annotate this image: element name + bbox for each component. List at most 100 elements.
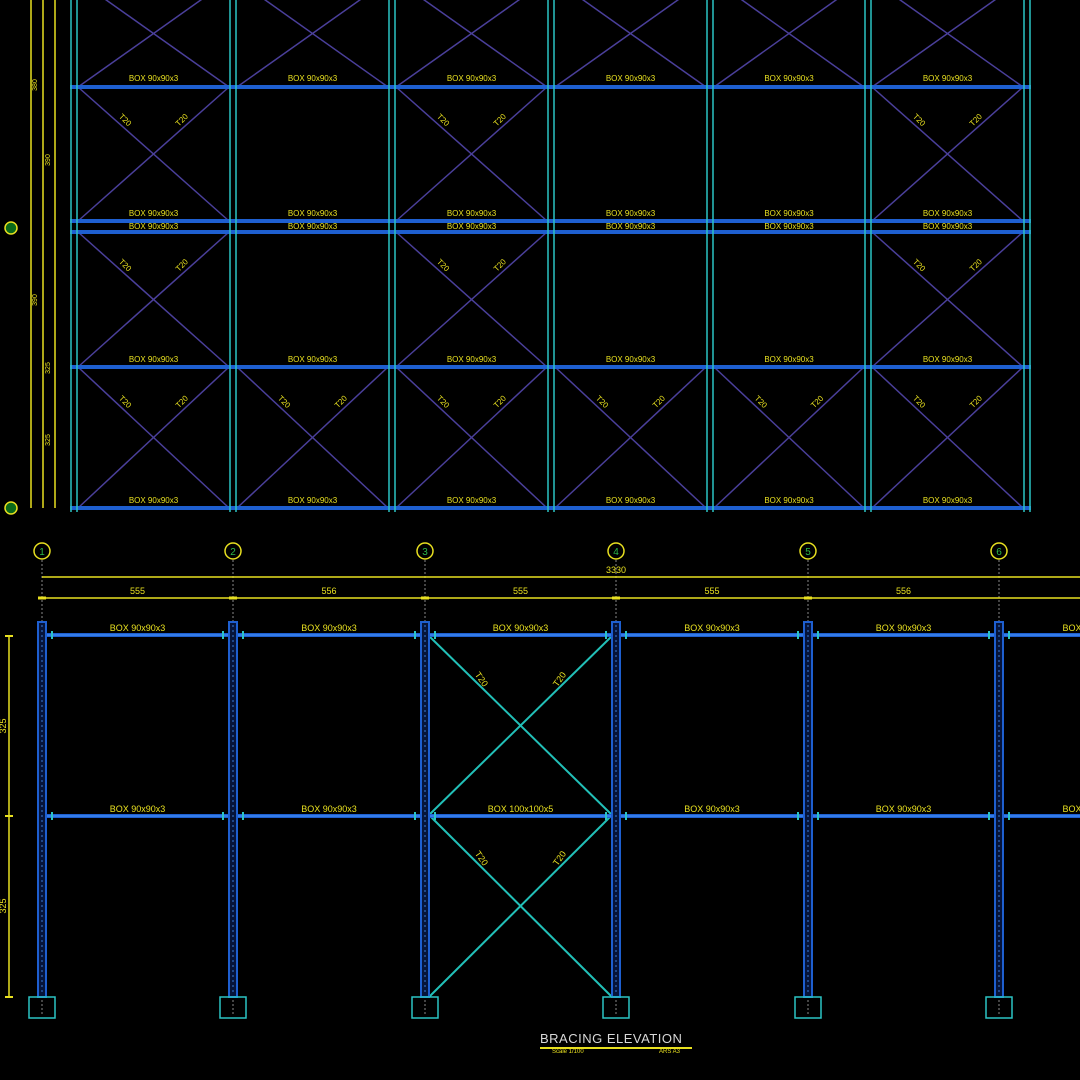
plan-beam-label: BOX 90x90x3 [606, 496, 656, 505]
plan-beam-label: BOX 90x90x3 [447, 209, 497, 218]
plan-beam-label: BOX 90x90x3 [129, 222, 179, 231]
plan-brace-label: T20 [968, 393, 985, 410]
plan-beam-label: BOX 90x90x3 [923, 496, 973, 505]
plan-brace-label: T20 [174, 393, 191, 410]
title-main: BRACING ELEVATION [540, 1031, 683, 1046]
plan-grid-bubble [4, 501, 18, 515]
plan-brace-label: T20 [911, 257, 928, 274]
plan-brace-label: T20 [911, 112, 928, 129]
plan-beam-label: BOX 90x90x3 [764, 355, 814, 364]
plan-brace [713, 0, 838, 88]
elevation-beam-label: BOX 90x90x3 [301, 623, 357, 633]
grid-bubble-label: 6 [996, 547, 1002, 558]
plan-brace-label: T20 [594, 394, 611, 411]
plan-brace-label: T20 [276, 394, 293, 411]
plan-brace-label: T20 [492, 112, 509, 129]
plan-beam-label: BOX 90x90x3 [764, 496, 814, 505]
plan-brace [77, 231, 230, 368]
bay-dimension-label: 555 [130, 586, 145, 596]
plan-brace [77, 0, 203, 88]
plan-beam-label: BOX 90x90x3 [129, 496, 179, 505]
plan-brace-label: T20 [174, 112, 191, 129]
plan-brace [395, 0, 521, 88]
plan-beam-label: BOX 90x90x3 [764, 222, 814, 231]
bay-dimension-label: 555 [513, 586, 528, 596]
plan-dimension-label: 325 [45, 434, 52, 446]
elevation-brace-label: T20 [551, 849, 568, 867]
elevation-beam-label: BOX 90x90x3 [493, 623, 549, 633]
title-sheet: ARS A3 [658, 1049, 680, 1055]
plan-brace-label: T20 [492, 257, 509, 274]
base-plate [794, 996, 822, 1019]
plan-beam-label: BOX 90x90x3 [288, 355, 338, 364]
plan-dimension-label: 325 [45, 362, 52, 374]
elevation-beam-label: BOX 90x90x3 [110, 804, 166, 814]
plan-beam-label: BOX 90x90x3 [764, 209, 814, 218]
plan-brace-label: T20 [117, 112, 134, 129]
plan-brace-label: T20 [117, 394, 134, 411]
plan-beam-label: BOX 90x90x3 [606, 222, 656, 231]
plan-beam-label: BOX 90x90x3 [129, 74, 179, 83]
elevation-brace-label: T20 [473, 849, 490, 867]
base-plate [219, 996, 247, 1019]
elevation-beam-label: BOX 90x90x3 [876, 804, 932, 814]
story-dimension-label: 325 [0, 898, 8, 913]
plan-beam-label: BOX 90x90x3 [288, 209, 338, 218]
plan-beam-label: BOX 90x90x3 [447, 222, 497, 231]
title-underline [540, 1047, 692, 1049]
plan-brace-label: T20 [968, 257, 985, 274]
elevation-beam-label: BOX [1062, 804, 1080, 814]
elevation-beam-label: BOX [1062, 623, 1080, 633]
plan-dimension-label: 380 [32, 79, 39, 91]
grid-bubble [607, 542, 625, 560]
grid-bubble [799, 542, 817, 560]
plan-beam-label: BOX 90x90x3 [447, 355, 497, 364]
plan-brace [871, 366, 1024, 509]
title-scale: Scale 1/100 [552, 1049, 584, 1055]
base-plate [602, 996, 630, 1019]
plan-brace-label: T20 [435, 394, 452, 411]
plan-brace [236, 0, 362, 88]
elevation-brace-label: T20 [473, 670, 490, 688]
elevation-beam-label: BOX 90x90x3 [110, 623, 166, 633]
elevation-beam-label: BOX 90x90x3 [301, 804, 357, 814]
elevation-beam-label: BOX 100x100x5 [488, 804, 554, 814]
plan-brace-label: T20 [435, 112, 452, 129]
elevation-beam-label: BOX 90x90x3 [876, 623, 932, 633]
base-plate [985, 996, 1013, 1019]
plan-beam-label: BOX 90x90x3 [288, 496, 338, 505]
plan-brace [713, 366, 865, 509]
base-plate [411, 996, 439, 1019]
plan-brace [77, 366, 230, 509]
plan-beam-label: BOX 90x90x3 [764, 74, 814, 83]
plan-brace-label: T20 [809, 393, 826, 410]
plan-brace-label: T20 [117, 257, 134, 274]
drawing-title: BRACING ELEVATION Scale 1/100 ARS A3 [540, 1031, 692, 1055]
plan-brace [554, 0, 680, 88]
plan-brace [236, 366, 389, 509]
plan-brace [395, 231, 548, 368]
elevation-brace [428, 635, 613, 816]
elevation-brace-label: T20 [551, 670, 568, 688]
grid-bubble-label: 2 [230, 547, 236, 558]
plan-brace [871, 231, 1024, 368]
elevation-beam-label: BOX 90x90x3 [684, 804, 740, 814]
plan-brace [77, 86, 230, 222]
plan-brace-label: T20 [174, 257, 191, 274]
plan-beam-label: BOX 90x90x3 [129, 209, 179, 218]
plan-beam-label: BOX 90x90x3 [606, 209, 656, 218]
plan-brace-label: T20 [753, 394, 770, 411]
plan-beam-label: BOX 90x90x3 [288, 222, 338, 231]
story-dimension-label: 325 [0, 718, 8, 733]
elevation-beam-label: BOX 90x90x3 [684, 623, 740, 633]
plan-beam-label: BOX 90x90x3 [606, 355, 656, 364]
bay-dimension-label: 556 [321, 586, 336, 596]
plan-grid-bubble [4, 221, 18, 235]
base-plate [28, 996, 56, 1019]
grid-bubble-label: 5 [805, 547, 811, 558]
plan-brace [871, 0, 997, 88]
overall-dimension-label: 3330 [606, 565, 626, 575]
elevation-brace [428, 814, 613, 998]
plan-brace-label: T20 [435, 257, 452, 274]
plan-beam-label: BOX 90x90x3 [447, 496, 497, 505]
